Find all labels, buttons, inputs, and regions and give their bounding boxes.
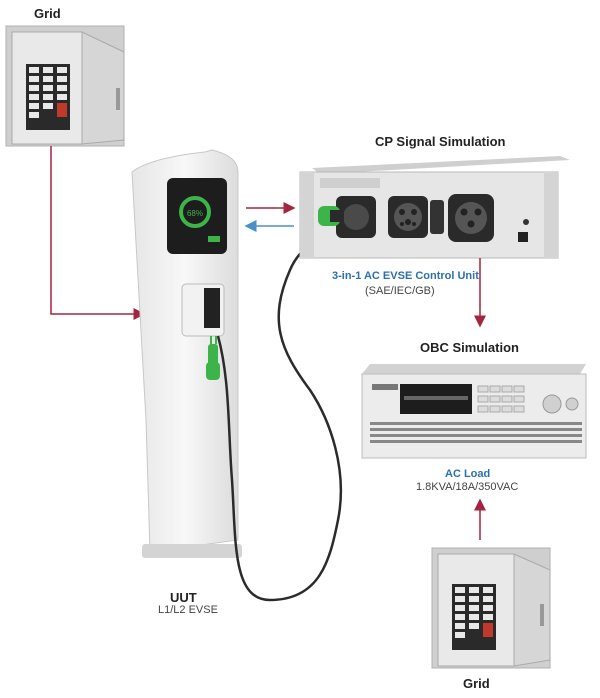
grid-top-label: Grid — [34, 6, 61, 21]
ac-load-label: AC Load — [445, 468, 491, 480]
grid-bottom-label: Grid — [463, 676, 490, 691]
charger-screen-percent: 68% — [187, 209, 203, 218]
uut-label: UUT — [170, 590, 197, 605]
grid-panel-top — [5, 25, 125, 147]
cp-signal-simulation-unit — [299, 156, 570, 259]
cp-green-connector — [318, 206, 344, 226]
grid-to-uut-arrow — [50, 146, 146, 320]
evse-control-unit-label: 3-in-1 AC EVSE Control Unit — [332, 270, 479, 282]
cp-signal-title: CP Signal Simulation — [375, 134, 506, 149]
ac-load-spec-label: 1.8KVA/18A/350VAC — [416, 481, 519, 493]
ac-load-unit — [361, 364, 587, 459]
grid-panel-bottom — [431, 547, 551, 669]
obc-simulation-title: OBC Simulation — [420, 340, 519, 355]
uut-sub-label: L1/L2 EVSE — [158, 604, 218, 616]
evse-standards-label: (SAE/IEC/GB) — [365, 285, 435, 297]
green-plug — [206, 336, 220, 380]
uut-evse-charger: 68% — [131, 149, 242, 558]
charging-cable — [216, 238, 343, 602]
